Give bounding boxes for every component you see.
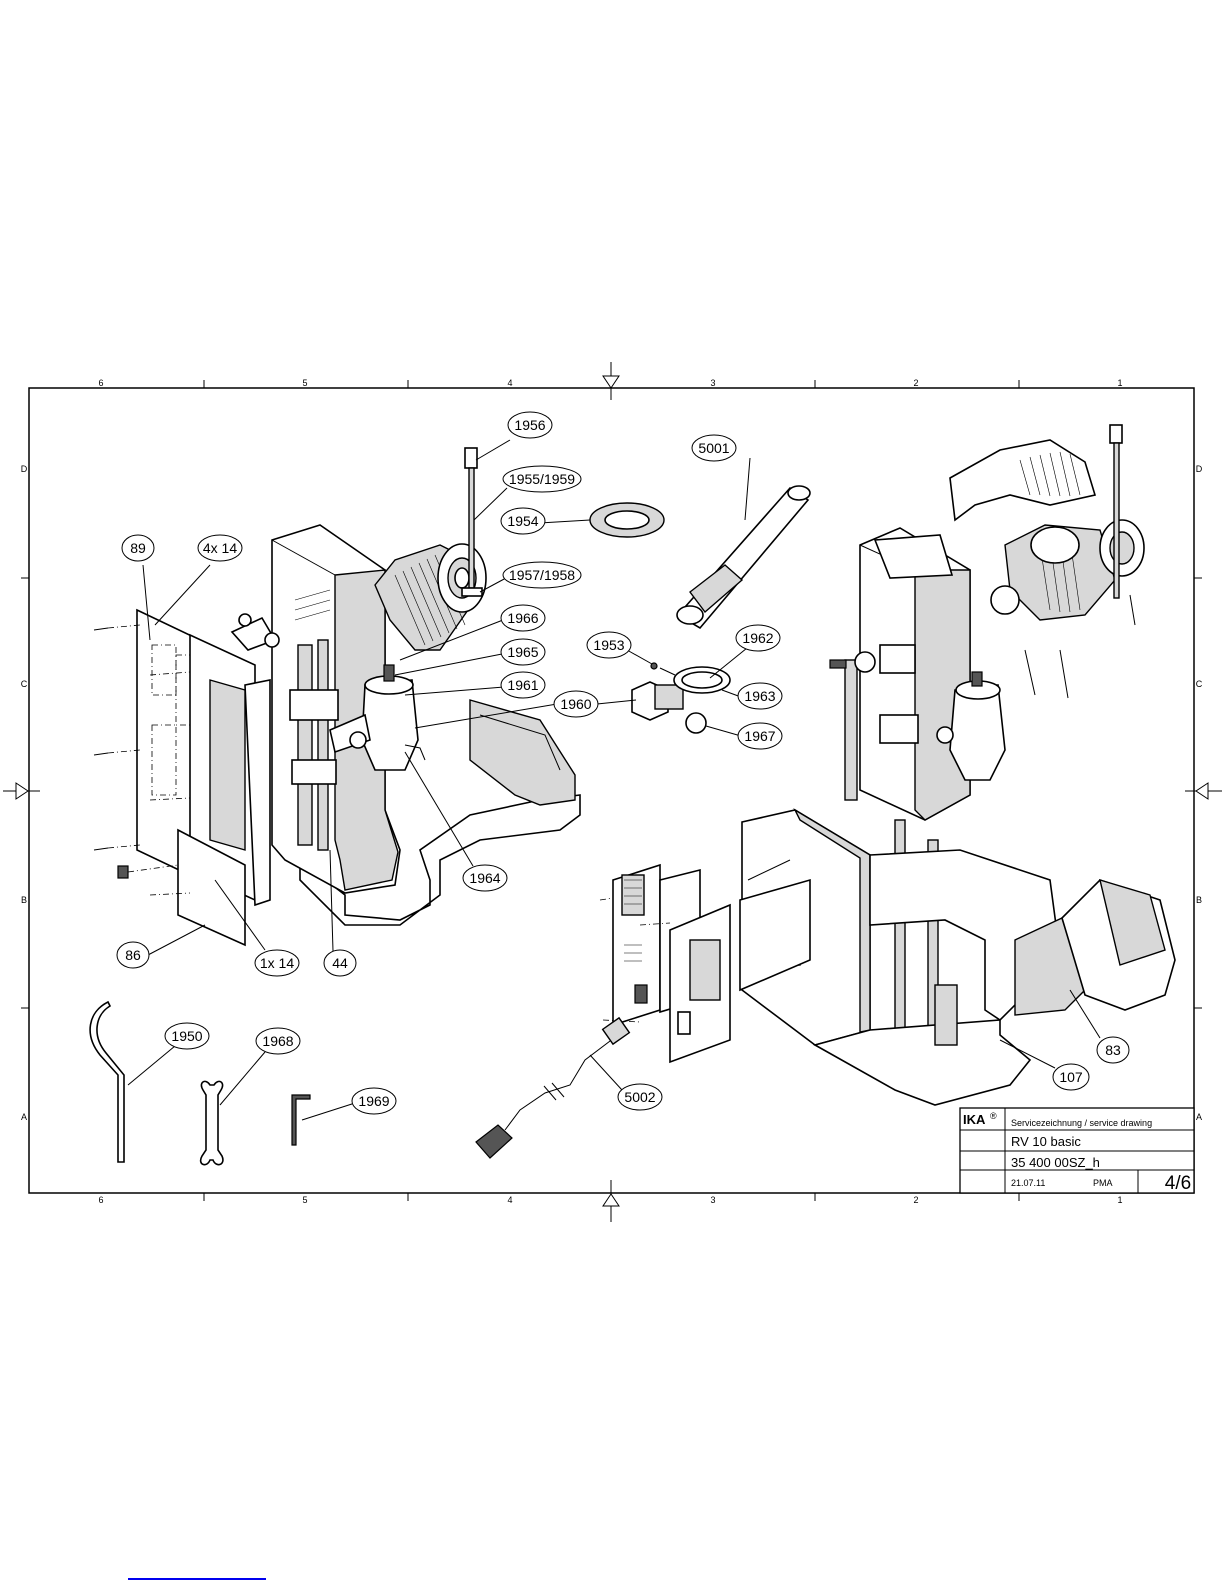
grid-row-left: B bbox=[21, 895, 27, 905]
power-module bbox=[476, 865, 730, 1158]
left-tower-assembly bbox=[272, 448, 664, 925]
callout-1950[interactable]: 1950 bbox=[165, 1023, 209, 1049]
callout-label: 89 bbox=[130, 540, 146, 556]
callout-5001[interactable]: 5001 bbox=[692, 435, 736, 461]
callout-label: 1961 bbox=[507, 677, 538, 693]
callout-1960[interactable]: 1960 bbox=[554, 691, 598, 717]
callout-107[interactable]: 107 bbox=[1053, 1064, 1089, 1090]
callout-1963[interactable]: 1963 bbox=[738, 683, 782, 709]
callout-label: 83 bbox=[1105, 1042, 1121, 1058]
grid-row-left: C bbox=[21, 679, 28, 689]
callout-label: 1965 bbox=[507, 644, 538, 660]
product-name: RV 10 basic bbox=[1011, 1134, 1081, 1149]
grid-col-bottom: 3 bbox=[710, 1195, 715, 1205]
callout-label: 44 bbox=[332, 955, 348, 971]
brand-logo: IKA bbox=[963, 1112, 986, 1127]
centering-arrow-right bbox=[1196, 783, 1208, 799]
callout-1969[interactable]: 1969 bbox=[352, 1088, 396, 1114]
callout-5002[interactable]: 5002 bbox=[618, 1084, 662, 1110]
callout-1965[interactable]: 1965 bbox=[501, 639, 545, 665]
centering-arrow-left bbox=[16, 783, 28, 799]
grid-row-right: B bbox=[1196, 895, 1202, 905]
callout-1964[interactable]: 1964 bbox=[463, 865, 507, 891]
callout-label: 1963 bbox=[744, 688, 775, 704]
callout-label: 1x 14 bbox=[260, 955, 294, 971]
callout-label: 1950 bbox=[171, 1028, 202, 1044]
callout-label: 1955/1959 bbox=[509, 471, 575, 487]
callout-1967[interactable]: 1967 bbox=[738, 723, 782, 749]
callout-label: 1962 bbox=[742, 630, 773, 646]
callout-label: 4x 14 bbox=[203, 540, 237, 556]
grid-row-right: D bbox=[1196, 464, 1203, 474]
grid-row-left: A bbox=[21, 1112, 27, 1122]
grid-col-top: 5 bbox=[302, 378, 307, 388]
callout-label: 1957/1958 bbox=[509, 567, 575, 583]
grid-col-bottom: 4 bbox=[507, 1195, 512, 1205]
callout-1957-1958[interactable]: 1957/1958 bbox=[503, 562, 581, 588]
callout-label: 1968 bbox=[262, 1033, 293, 1049]
callout-label: 1960 bbox=[560, 696, 591, 712]
grid-col-bottom: 5 bbox=[302, 1195, 307, 1205]
grid-row-right: C bbox=[1196, 679, 1203, 689]
drawing-number: 35 400 00SZ_h bbox=[1011, 1155, 1100, 1170]
callout-label: 1967 bbox=[744, 728, 775, 744]
right-assembly bbox=[740, 425, 1175, 1105]
drawing-author: PMA bbox=[1093, 1178, 1113, 1188]
drawing-type: Servicezeichnung / service drawing bbox=[1011, 1118, 1152, 1128]
grid-row-right: A bbox=[1196, 1112, 1202, 1122]
registered-mark: ® bbox=[990, 1111, 997, 1121]
callout-44[interactable]: 44 bbox=[324, 950, 356, 976]
condenser-tube bbox=[677, 486, 810, 628]
grid-col-top: 1 bbox=[1117, 378, 1122, 388]
callout-label: 1964 bbox=[469, 870, 500, 886]
callout-1954[interactable]: 1954 bbox=[501, 508, 545, 534]
callout-label: 1954 bbox=[507, 513, 538, 529]
sheet-number: 4/6 bbox=[1165, 1173, 1191, 1194]
callout-1966[interactable]: 1966 bbox=[501, 605, 545, 631]
side-cover-panel bbox=[94, 610, 279, 945]
callout-1956[interactable]: 1956 bbox=[508, 412, 552, 438]
grid-col-bottom: 1 bbox=[1117, 1195, 1122, 1205]
callout-label: 107 bbox=[1059, 1069, 1083, 1085]
callout-1953[interactable]: 1953 bbox=[587, 632, 631, 658]
grid-col-top: 4 bbox=[507, 378, 512, 388]
callout-1962[interactable]: 1962 bbox=[736, 625, 780, 651]
grid-col-top: 6 bbox=[98, 378, 103, 388]
callout-86[interactable]: 86 bbox=[117, 942, 149, 968]
callout-label: 5002 bbox=[624, 1089, 655, 1105]
footer-link-underline[interactable] bbox=[128, 1578, 266, 1580]
callout-label: 1966 bbox=[507, 610, 538, 626]
callout-1955-1959[interactable]: 1955/1959 bbox=[503, 466, 581, 492]
centering-arrow-top bbox=[603, 376, 619, 388]
callout-89[interactable]: 89 bbox=[122, 535, 154, 561]
callout-1x14[interactable]: 1x 14 bbox=[255, 950, 299, 976]
title-block: IKA ® Servicezeichnung / service drawing… bbox=[960, 1108, 1194, 1194]
grid-col-bottom: 2 bbox=[913, 1195, 918, 1205]
callout-label: 86 bbox=[125, 947, 141, 963]
callout-4x14[interactable]: 4x 14 bbox=[198, 535, 242, 561]
centering-arrow-bottom bbox=[603, 1194, 619, 1206]
grid-col-bottom: 6 bbox=[98, 1195, 103, 1205]
callout-1968[interactable]: 1968 bbox=[256, 1028, 300, 1054]
grid-col-top: 2 bbox=[913, 378, 918, 388]
drawing-date: 21.07.11 bbox=[1011, 1178, 1045, 1188]
callout-label: 1956 bbox=[514, 417, 545, 433]
callout-83[interactable]: 83 bbox=[1097, 1037, 1129, 1063]
grid-col-top: 3 bbox=[710, 378, 715, 388]
callout-1961[interactable]: 1961 bbox=[501, 672, 545, 698]
callout-label: 1969 bbox=[358, 1093, 389, 1109]
callout-label: 5001 bbox=[698, 440, 729, 456]
callout-label: 1953 bbox=[593, 637, 624, 653]
grid-row-left: D bbox=[21, 464, 28, 474]
